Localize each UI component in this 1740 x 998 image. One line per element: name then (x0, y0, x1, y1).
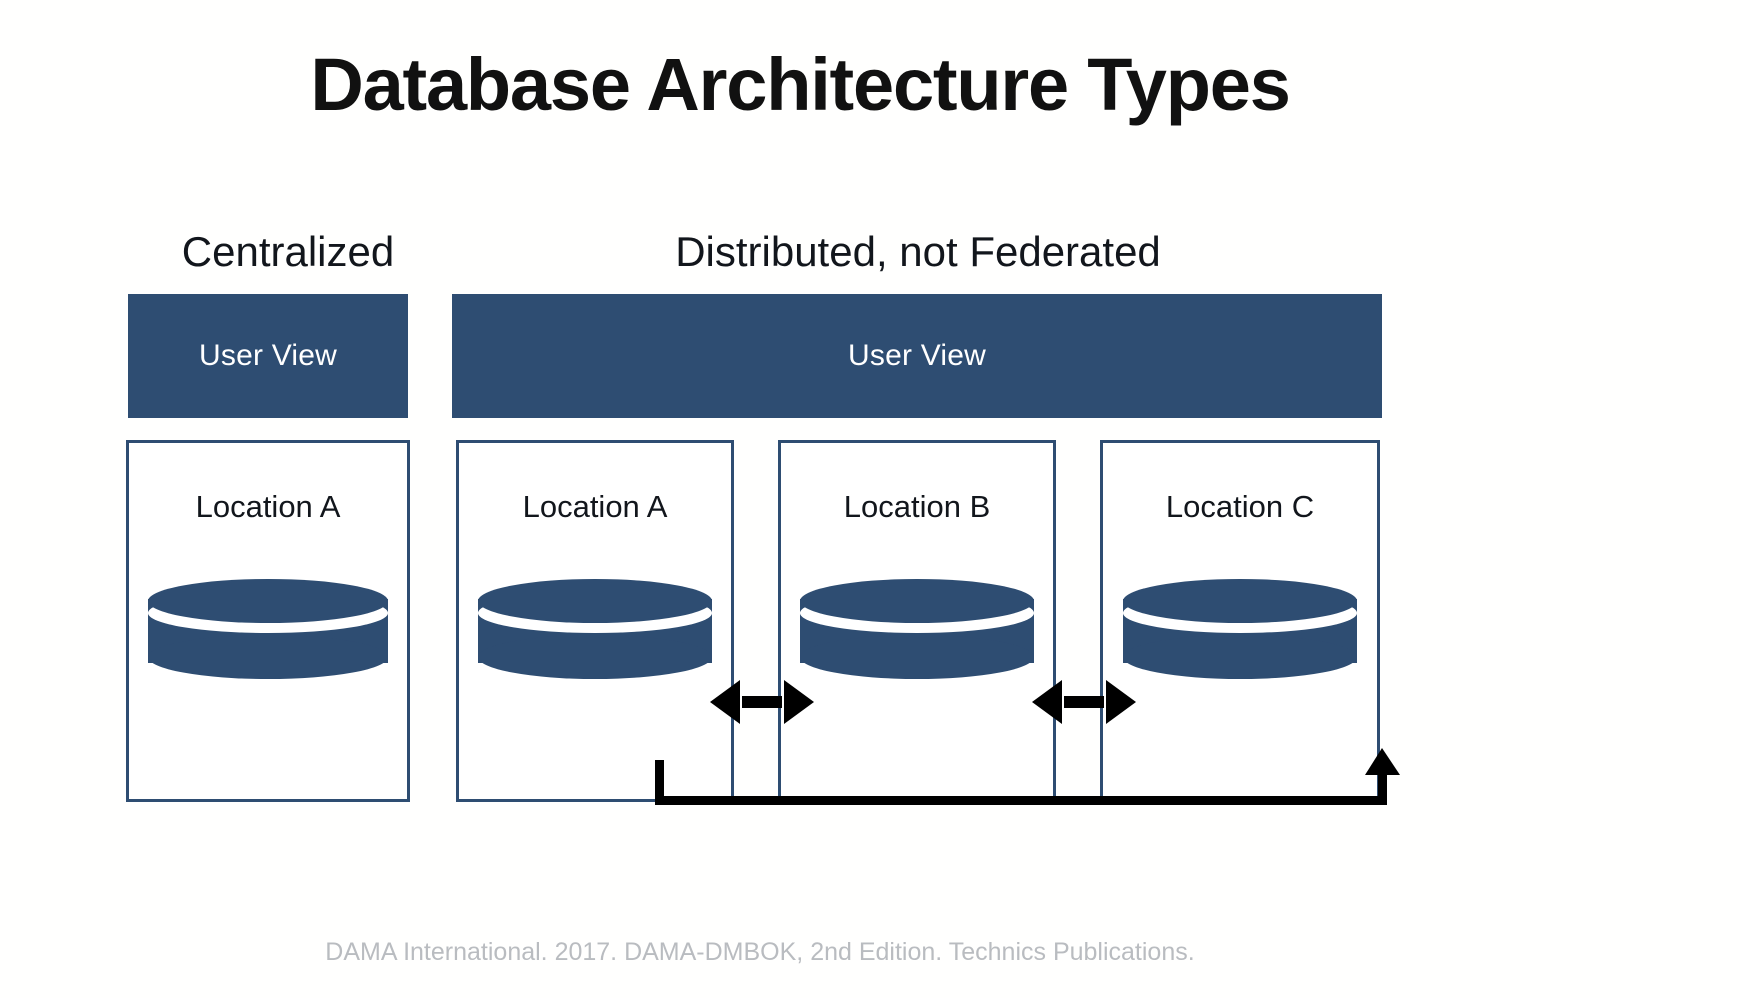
database-cylinder-icon (1123, 579, 1357, 679)
location-box-centralized-a: Location A (126, 440, 410, 802)
section-heading-centralized: Centralized (181, 228, 395, 275)
database-cylinder-icon (148, 579, 388, 679)
section-heading-distributed: Distributed, not Federated (675, 228, 1161, 275)
user-view-label: User View (848, 339, 986, 372)
location-box-distributed-c: Location C (1100, 440, 1380, 802)
location-box-distributed-a: Location A (456, 440, 734, 802)
location-label: Location C (1165, 489, 1315, 524)
location-label: Location B (843, 489, 991, 524)
location-label: Location A (195, 489, 341, 524)
database-cylinder-icon (800, 579, 1034, 679)
user-view-bar-centralized: User View (128, 294, 408, 418)
location-label: Location A (522, 489, 668, 524)
database-cylinder-icon (478, 579, 712, 679)
page-title: Database Architecture Types (310, 43, 1291, 126)
source-citation: DAMA International. 2017. DAMA-DMBOK, 2n… (325, 938, 1195, 966)
user-view-bar-distributed: User View (452, 294, 1382, 418)
user-view-label: User View (199, 339, 337, 372)
location-box-distributed-b: Location B (778, 440, 1056, 802)
